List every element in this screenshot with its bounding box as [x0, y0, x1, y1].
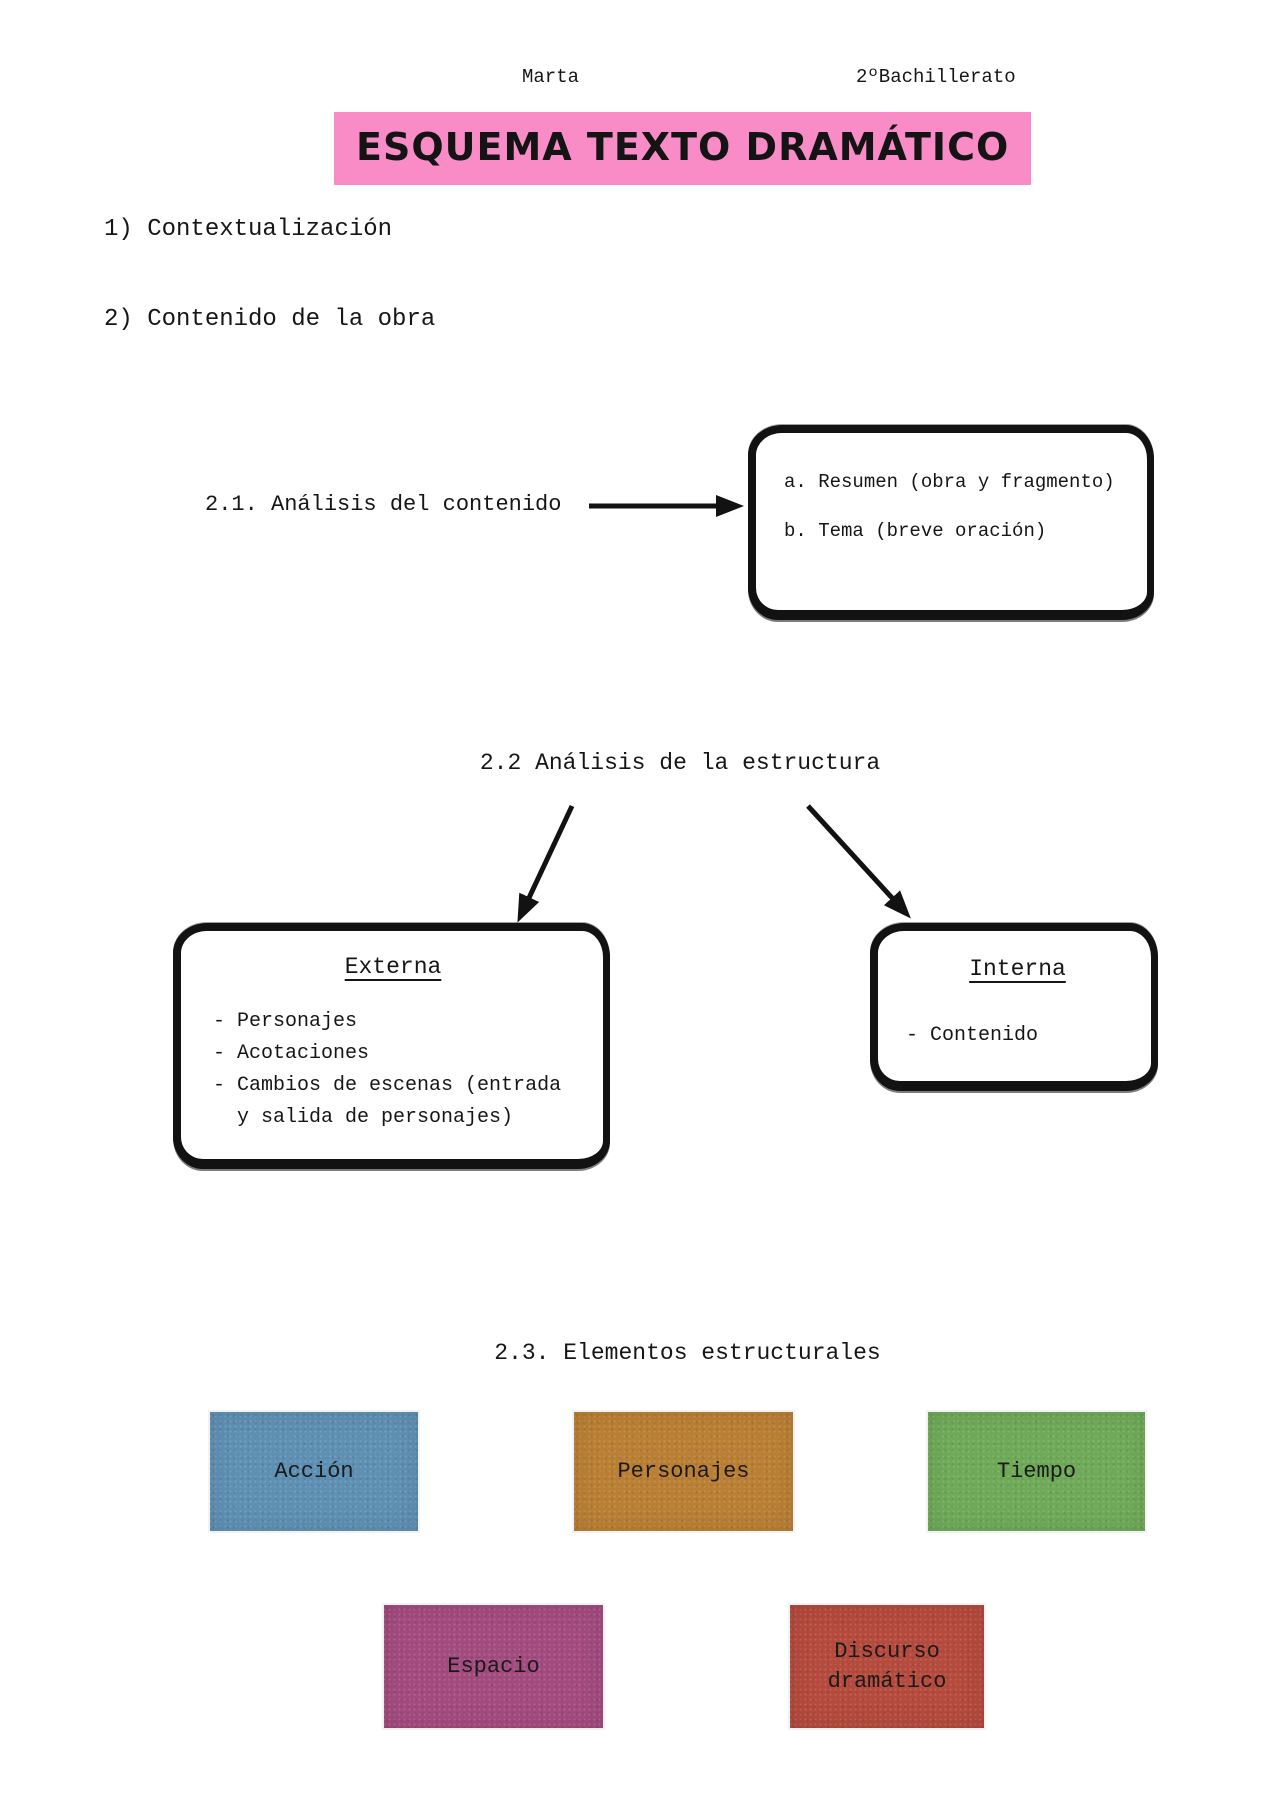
interna-title: Interna: [969, 956, 1066, 982]
element-card-accion: Acción: [210, 1412, 418, 1531]
element-card-tiempo: Tiempo: [928, 1412, 1145, 1531]
connector-arrow-down-left: [517, 804, 575, 923]
card-label: Discurso dramático: [827, 1638, 947, 1694]
interna-structure-box: Interna Contenido: [870, 923, 1158, 1091]
page-title: ESQUEMA TEXTO DRAMÁTICO: [334, 112, 1032, 185]
list-item-acotaciones: Acotaciones: [213, 1038, 579, 1070]
content-analysis-box: a. Resumen (obra y fragmento) b. Tema (b…: [748, 425, 1154, 620]
connector-arrow-down-right: [806, 804, 911, 919]
externa-structure-box: Externa Personajes Acotaciones Cambios d…: [173, 923, 610, 1169]
subsection-analisis-contenido: 2.1. Análisis del contenido: [205, 492, 562, 517]
connector-arrow-right: [589, 495, 744, 517]
list-item-contenido: Contenido: [906, 1020, 1135, 1052]
section-contenido-obra: 2) Contenido de la obra: [104, 306, 436, 333]
list-item-personajes: Personajes: [213, 1006, 579, 1038]
subsection-elementos-estructurales: 2.3. Elementos estructurales: [494, 1340, 881, 1366]
content-item-b: b. Tema (breve oración): [784, 520, 1047, 542]
section-contextualizacion: 1) Contextualización: [104, 216, 393, 243]
card-label: Espacio: [447, 1653, 540, 1679]
externa-list: Personajes Acotaciones Cambios de escena…: [207, 1006, 579, 1134]
interna-list: Contenido: [900, 1020, 1135, 1052]
content-item-a: a. Resumen (obra y fragmento): [784, 471, 1115, 493]
card-label: Tiempo: [996, 1458, 1077, 1484]
grade-level: 2ºBachillerato: [856, 66, 1016, 88]
list-item-cambios-escenas: Cambios de escenas (entrada y salida de …: [213, 1070, 579, 1134]
element-card-espacio: Espacio: [384, 1605, 603, 1728]
element-card-personajes: Personajes: [574, 1412, 793, 1531]
externa-title: Externa: [344, 954, 442, 980]
element-card-discurso-dramatico: Discurso dramático: [790, 1605, 984, 1728]
card-label: Personajes: [617, 1458, 750, 1484]
subsection-analisis-estructura: 2.2 Análisis de la estructura: [479, 750, 881, 776]
student-name: Marta: [522, 66, 580, 88]
card-label: Acción: [274, 1458, 354, 1484]
